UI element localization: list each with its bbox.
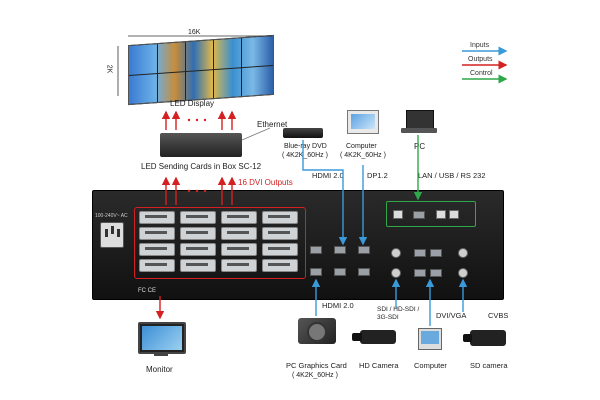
hdcam-conn: SDI / HD-SDI / 3G-SDI (377, 306, 420, 321)
dvi-output-port[interactable] (180, 259, 216, 272)
hdmi-in-3[interactable] (310, 268, 322, 276)
monitor-label: Monitor (146, 365, 173, 374)
dvi-output-port[interactable] (221, 227, 257, 240)
legend-outputs: Outputs (468, 56, 493, 63)
dvi-output-port[interactable] (221, 243, 257, 256)
computer-top-res: ( 4K2K_60Hz ) (340, 152, 386, 159)
dvi-vga-in-3[interactable] (414, 249, 426, 257)
rs232-port-1[interactable] (436, 210, 446, 219)
dvi-output-port[interactable] (180, 211, 216, 224)
legend-inputs: Inputs (470, 42, 490, 49)
sdcam-conn: CVBS (488, 311, 509, 320)
dvi-output-port[interactable] (180, 227, 216, 240)
computer-top-conn: DP1.2 (367, 171, 388, 180)
power-inlet (100, 222, 124, 248)
dvi-output-port[interactable] (180, 243, 216, 256)
pc-label: PC (414, 142, 426, 151)
dvi-outputs-label: 16 DVI Outputs (238, 178, 293, 187)
dvi-vga-in-4[interactable] (430, 249, 442, 257)
dvi-vga-in-2[interactable] (430, 269, 442, 277)
hdmi-in-1[interactable] (310, 246, 322, 254)
fc-ce-mark: FC CE (138, 288, 156, 294)
computer-bottom-label: Computer (414, 361, 447, 370)
control-ports-group (386, 201, 476, 227)
usb-port[interactable] (413, 211, 425, 219)
sd-camera (463, 330, 506, 346)
dvi-output-port[interactable] (262, 211, 298, 224)
rs232-port-2[interactable] (449, 210, 459, 219)
pc-conn: LAN / USB / RS 232 (418, 171, 486, 180)
video-processor-chassis (92, 190, 504, 300)
legend-control: Control (470, 70, 493, 77)
hdcam-label: HD Camera (359, 361, 399, 370)
computer-bottom-conn: DVI/VGA (436, 311, 467, 320)
gpu-conn: HDMI 2.0 (322, 301, 354, 310)
sdcam-label: SD camera (470, 361, 508, 370)
sending-box-label: LED Sending Cards in Box SC-12 (141, 162, 262, 171)
monitor-stand (154, 352, 168, 356)
graphics-card (298, 318, 336, 344)
gpu-res: ( 4K2K_60Hz ) (292, 372, 338, 379)
wall-width-label: 16K (188, 29, 201, 36)
dvi-output-port[interactable] (139, 259, 175, 272)
led-display-caption: LED Display (170, 99, 215, 108)
sending-card-box (160, 133, 242, 157)
power-label: 100-240V~ AC (95, 213, 128, 219)
computer-top-label: Computer (346, 143, 377, 150)
sdi-in-2[interactable] (391, 248, 401, 258)
dvi-output-port[interactable] (262, 227, 298, 240)
cvbs-in[interactable] (458, 268, 468, 278)
dvi-output-port[interactable] (139, 243, 175, 256)
dvi-vga-in-1[interactable] (414, 269, 426, 277)
dvi-output-port[interactable] (262, 243, 298, 256)
dp-in[interactable] (358, 246, 370, 254)
computer-top (347, 110, 379, 134)
bluray-player (283, 128, 323, 138)
computer-bottom (418, 328, 442, 350)
bluray-res: ( 4K2K_60Hz ) (282, 152, 328, 159)
sdi-in[interactable] (391, 268, 401, 278)
bluray-conn: HDMI 2.0 (312, 171, 344, 180)
lan-port[interactable] (393, 210, 403, 219)
hd-camera (352, 330, 396, 344)
bluray-label: Blue-ray DVD (284, 143, 327, 150)
dvi-output-port[interactable] (221, 211, 257, 224)
cvbs-in-2[interactable] (458, 248, 468, 258)
hdmi-in-4[interactable] (334, 268, 346, 276)
monitor (138, 322, 186, 354)
gpu-label: PC Graphics Card (286, 361, 347, 370)
dvi-output-port[interactable] (139, 211, 175, 224)
ethernet-label: Ethernet (257, 120, 288, 129)
hdmi-in-2[interactable] (334, 246, 346, 254)
pc-laptop-base (401, 128, 437, 133)
dvi-output-port[interactable] (139, 227, 175, 240)
dvi-output-port[interactable] (262, 259, 298, 272)
dvi-output-group (134, 207, 306, 279)
hdmi-in-5[interactable] (358, 268, 370, 276)
dvi-output-port[interactable] (221, 259, 257, 272)
